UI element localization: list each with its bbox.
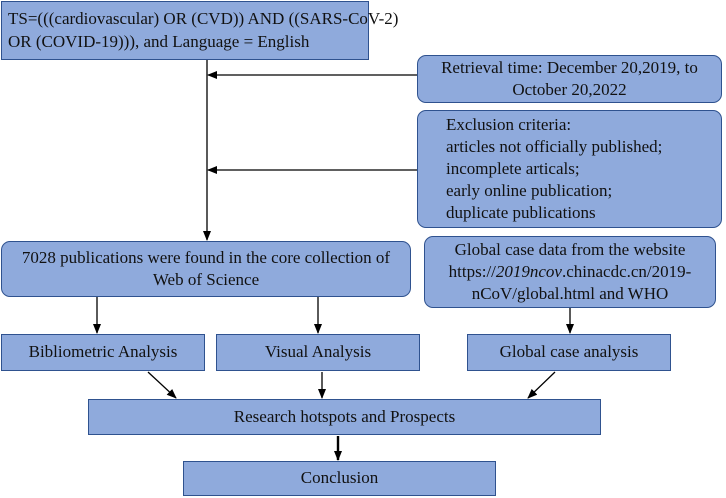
exclusion-criteria-item: incomplete articals; — [446, 158, 580, 178]
retrieval-time-line: Retrieval time: December 20,2019, to — [441, 57, 698, 77]
search-query-line: TS=(((cardiovascular) OR (CVD)) AND ((SA… — [8, 9, 399, 29]
global-case-data-text: Global case data from the website https:… — [449, 239, 692, 305]
url-suffix: .chinacdc.cn/2019- — [561, 261, 692, 281]
bibliometric-analysis-label: Bibliometric Analysis — [28, 342, 178, 362]
exclusion-criteria-item: articles not officially published; — [446, 136, 663, 156]
bibliometric-analysis-box: Bibliometric Analysis — [1, 334, 205, 371]
exclusion-criteria-item: duplicate publications — [446, 203, 596, 223]
global-case-data-line: Global case data from the website — [454, 239, 686, 259]
publications-found-box: 7028 publications were found in the core… — [1, 241, 411, 297]
retrieval-time-box: Retrieval time: December 20,2019, to Oct… — [417, 55, 722, 103]
conclusion-label: Conclusion — [300, 468, 379, 488]
url-prefix: https:// — [448, 261, 496, 281]
exclusion-criteria-heading: Exclusion criteria: — [446, 114, 572, 134]
global-case-data-box: Global case data from the website https:… — [424, 236, 716, 308]
global-case-analysis-box: Global case analysis — [467, 334, 671, 371]
visual-analysis-box: Visual Analysis — [216, 334, 420, 371]
search-query-box: TS=(((cardiovascular) OR (CVD)) AND ((SA… — [1, 1, 398, 60]
exclusion-criteria-box: Exclusion criteria: articles not officia… — [417, 110, 722, 228]
visual-analysis-label: Visual Analysis — [264, 342, 372, 362]
arrow-bibliometric-to-hotspots — [147, 371, 177, 399]
retrieval-time-text: Retrieval time: December 20,2019, to Oct… — [441, 57, 698, 101]
global-case-analysis-label: Global case analysis — [499, 342, 639, 362]
conclusion-box: Conclusion — [183, 461, 496, 496]
publications-found-line: 7028 publications were found in the core… — [21, 247, 391, 267]
research-hotspots-label: Research hotspots and Prospects — [233, 406, 456, 426]
publications-found-text: 7028 publications were found in the core… — [22, 247, 390, 291]
search-query-line: OR (COVID-19))), and Language = English — [8, 31, 310, 51]
exclusion-criteria-item: early online publication; — [446, 181, 613, 201]
url-italic-segment: 2019ncov — [495, 261, 562, 281]
publications-found-line: Web of Science — [152, 270, 260, 289]
retrieval-time-line: October 20,2022 — [512, 80, 627, 99]
exclusion-criteria-text: Exclusion criteria: articles not officia… — [446, 114, 662, 224]
global-case-data-line: nCoV/global.html and WHO — [471, 284, 669, 304]
global-case-data-url: https://2019ncov.chinacdc.cn/2019- — [449, 261, 692, 283]
research-hotspots-box: Research hotspots and Prospects — [88, 399, 601, 435]
arrow-globalanalysis-to-hotspots — [527, 371, 556, 399]
search-query-text: TS=(((cardiovascular) OR (CVD)) AND ((SA… — [8, 8, 398, 52]
